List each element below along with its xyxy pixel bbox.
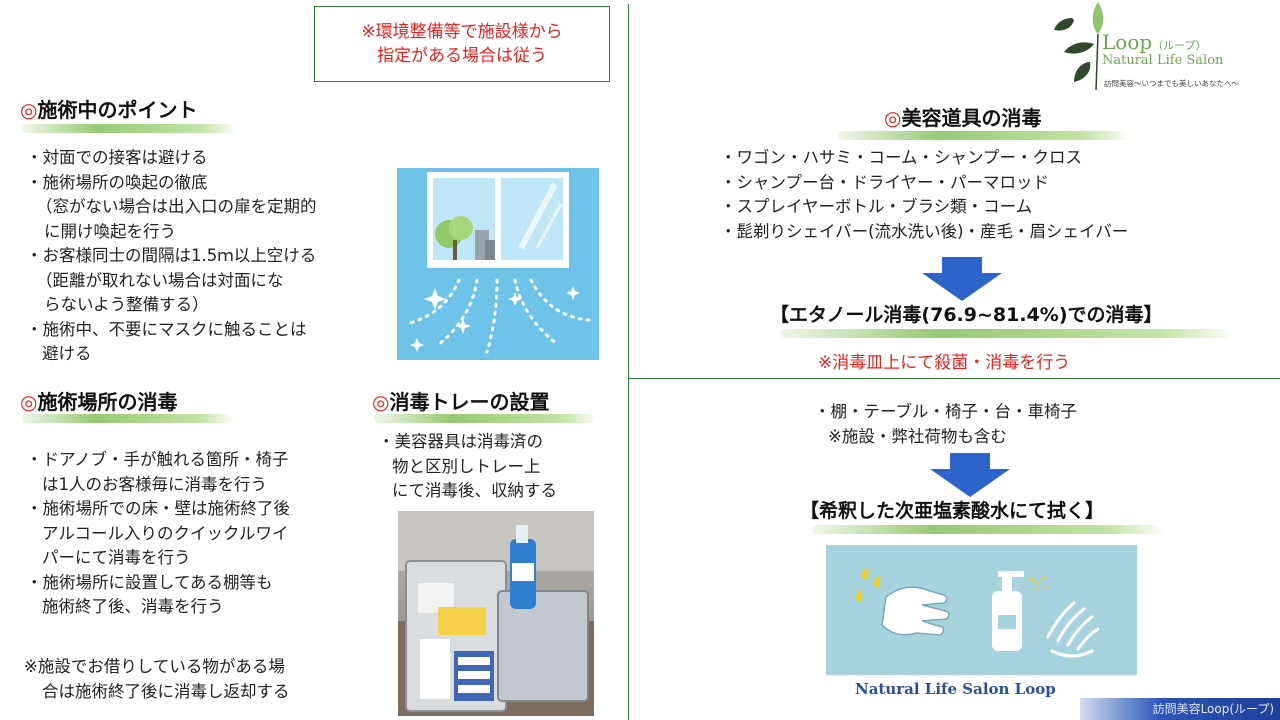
section1-title: 施術中のポイント bbox=[37, 98, 198, 122]
section1-underline bbox=[22, 124, 234, 133]
section2-underline bbox=[22, 414, 232, 423]
section4-note: ※消毒皿上にて殺菌・消毒を行う bbox=[818, 353, 1071, 373]
section5-list: ・棚・テーブル・椅子・台・車椅子 ※施設・弊社荷物も含む bbox=[814, 400, 1077, 449]
list-item: は1人のお客様毎に消毒を行う bbox=[42, 474, 267, 494]
list-item: 物と区別しトレー上 bbox=[392, 456, 541, 476]
list-item: （窓がない場合は出入口の扉を定期的 bbox=[36, 197, 317, 216]
section2-list: ・ドアノブ・手が触れる箇所・椅子 は1人のお客様毎に消毒を行う ・施術場所での床… bbox=[26, 448, 290, 620]
list-item: ・髭剃りシェイバー(流水洗い後)・産毛・眉シェイバー bbox=[720, 221, 1129, 241]
section2-note: ※施設でお借りしている物がある場 合は施術終了後に消毒し返却する bbox=[24, 655, 290, 704]
vertical-divider bbox=[628, 4, 629, 720]
section2-heading: ◎施術場所の消毒 bbox=[20, 386, 177, 415]
section4-mark: ◎ bbox=[884, 106, 902, 130]
section3-mark: ◎ bbox=[372, 390, 390, 414]
section4-result-underline bbox=[780, 329, 1230, 338]
list-item: ・ドアノブ・手が触れる箇所・椅子 bbox=[26, 450, 289, 469]
list-item: らないよう整備する） bbox=[44, 295, 209, 314]
section2-title: 施術場所の消毒 bbox=[37, 390, 178, 414]
list-item: に開け喚起を行う bbox=[44, 221, 176, 241]
list-item: にて消毒後、収納する bbox=[392, 481, 557, 500]
section1-list: ・対面での接客は避ける ・施術場所の喚起の徹底 （窓がない場合は出入口の扉を定期… bbox=[26, 146, 317, 367]
list-item: ※施設・弊社荷物も含む bbox=[828, 426, 1007, 446]
disinfection-tray-photo bbox=[398, 511, 594, 716]
facility-note-line2: 指定がある場合は従う bbox=[377, 46, 547, 66]
section3-underline bbox=[374, 414, 596, 423]
window-ventilation-illustration bbox=[397, 168, 599, 360]
list-item: ・施術中、不要にマスクに触ることは bbox=[26, 319, 307, 339]
down-arrow-icon bbox=[922, 257, 1002, 301]
list-item: （距離が取れない場合は対面にな bbox=[36, 270, 284, 290]
facility-note-line1: ※環境整備等で施設様から bbox=[361, 22, 563, 42]
section4-title: 美容道具の消毒 bbox=[901, 106, 1042, 130]
section1-mark: ◎ bbox=[20, 98, 38, 122]
section4-result: 【エタノール消毒(76.9~81.4%)での消毒】 bbox=[770, 304, 1163, 326]
section3-title: 消毒トレーの設置 bbox=[389, 390, 550, 414]
image-caption: Natural Life Salon Loop bbox=[855, 680, 1056, 698]
section1-heading: ◎施術中のポイント bbox=[20, 94, 197, 123]
down-arrow-icon bbox=[930, 453, 1010, 497]
section3-heading: ◎消毒トレーの設置 bbox=[372, 386, 549, 415]
logo-subtitle: Natural Life Salon bbox=[1102, 53, 1224, 68]
logo-tagline: 訪問美容〜いつまでも美しいあなたへ〜 bbox=[1104, 79, 1239, 88]
list-item: 避ける bbox=[42, 344, 92, 363]
section5-result-underline bbox=[812, 525, 1162, 534]
hand-sanitizer-illustration bbox=[855, 567, 1100, 658]
list-item: ・対面での接客は避ける bbox=[26, 148, 208, 167]
list-item: ・施術場所での床・壁は施術終了後 bbox=[26, 499, 290, 518]
logo-kana: （ループ） bbox=[1152, 39, 1207, 52]
list-item: アルコール入りのクイックルワイ bbox=[42, 523, 289, 543]
list-item: ・施術場所の喚起の徹底 bbox=[26, 172, 208, 192]
list-item: パーにて消毒を行う bbox=[42, 548, 191, 567]
section4-list: ・ワゴン・ハサミ・コーム・シャンプー・クロス ・シャンプー台・ドライヤー・パーマ… bbox=[720, 146, 1128, 244]
list-item: ・スプレイヤーボトル・ブラシ類・コーム bbox=[720, 197, 1033, 216]
leaf-logo-icon bbox=[1054, 2, 1104, 91]
list-item: ・ワゴン・ハサミ・コーム・シャンプー・クロス bbox=[720, 148, 1083, 167]
section2-mark: ◎ bbox=[20, 390, 38, 414]
section5-result: 【希釈した次亜塩素酸水にて拭く】 bbox=[800, 500, 1105, 522]
hand-sanitizer-image bbox=[826, 545, 1137, 675]
list-item: ・美容器具は消毒済の bbox=[378, 432, 543, 451]
note-line: ※施設でお借りしている物がある場 bbox=[24, 657, 285, 676]
note-line: 合は施術終了後に消毒し返却する bbox=[42, 681, 290, 701]
footer-band: 訪問美容Loop(ループ) bbox=[1080, 698, 1280, 720]
section3-list: ・美容器具は消毒済の 物と区別しトレー上 にて消毒後、収納する bbox=[378, 430, 557, 504]
facility-note-box: ※環境整備等で施設様から 指定がある場合は従う bbox=[314, 6, 610, 82]
list-item: ・施術場所に設置してある棚等も bbox=[26, 572, 273, 592]
logo: Loop（ループ） Natural Life Salon 訪問美容〜いつまでも美… bbox=[1050, 0, 1270, 100]
list-item: ・お客様同士の間隔は1.5ｍ以上空ける bbox=[26, 246, 317, 265]
logo-name: Loop bbox=[1102, 30, 1153, 54]
list-item: 施術終了後、消毒を行う bbox=[42, 597, 224, 616]
list-item: ・棚・テーブル・椅子・台・車椅子 bbox=[814, 402, 1078, 421]
tray-photo-illustration bbox=[398, 511, 594, 716]
section4-underline bbox=[838, 131, 1128, 140]
section4-heading: ◎美容道具の消毒 bbox=[884, 102, 1041, 131]
horizontal-divider bbox=[628, 378, 1280, 379]
list-item: ・シャンプー台・ドライヤー・パーマロッド bbox=[720, 172, 1050, 192]
